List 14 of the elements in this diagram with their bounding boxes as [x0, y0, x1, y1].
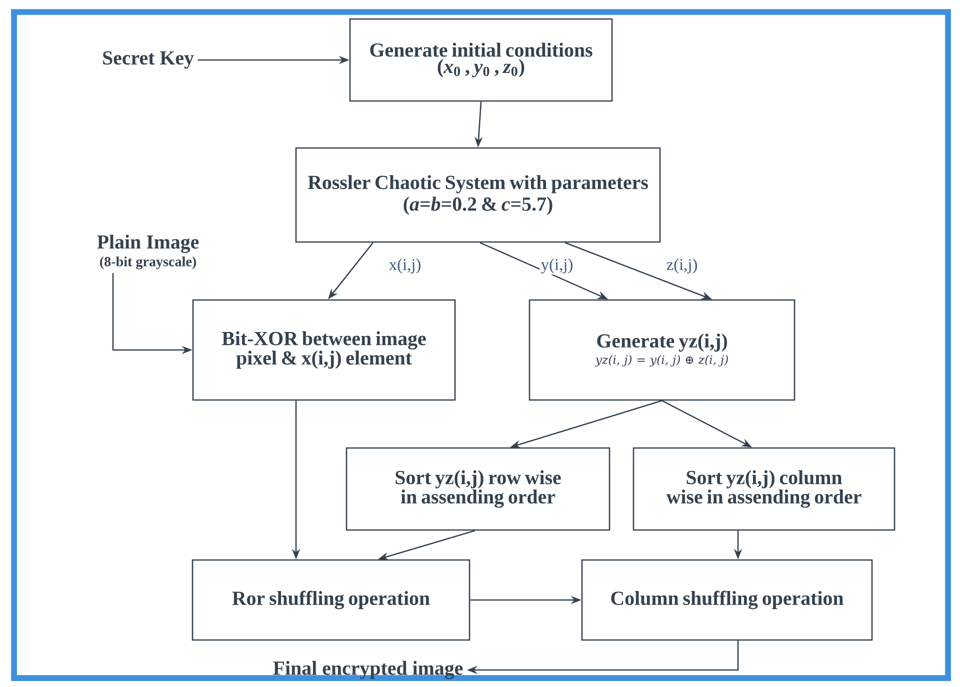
edge-label: y(i,j) [540, 257, 574, 275]
output-label: Final encrypted image [273, 660, 463, 680]
process-box: Rossler Chaotic System with parameters (a=b=0.2 & c=5.7) [295, 147, 661, 243]
process-box: Generate initial conditions (x$_{0}$ ,y$_{0}$ , z$_{0}$) [349, 18, 613, 102]
process-box: Sort yz(i,j) row wise in assending order [346, 447, 610, 531]
process-box: Bit-XOR between image pixel & x(i,j) element [192, 299, 456, 401]
input-label: Plain Image (8-bit grayscale) [97, 234, 199, 270]
input-label: Secret Key [103, 51, 194, 69]
edge-label: x(i,j) [388, 257, 422, 275]
edge-label: z(i,j) [665, 257, 699, 275]
process-box: Column shuffling operation [581, 559, 873, 641]
process-box: Generate yz(i,j) yz(i, j) = y(i, j) ⊕ z(i, j) [528, 299, 796, 401]
process-box: Sort yz(i,j) column wise in assending order [632, 447, 896, 531]
process-box: Ror shuffling operation [192, 559, 470, 641]
